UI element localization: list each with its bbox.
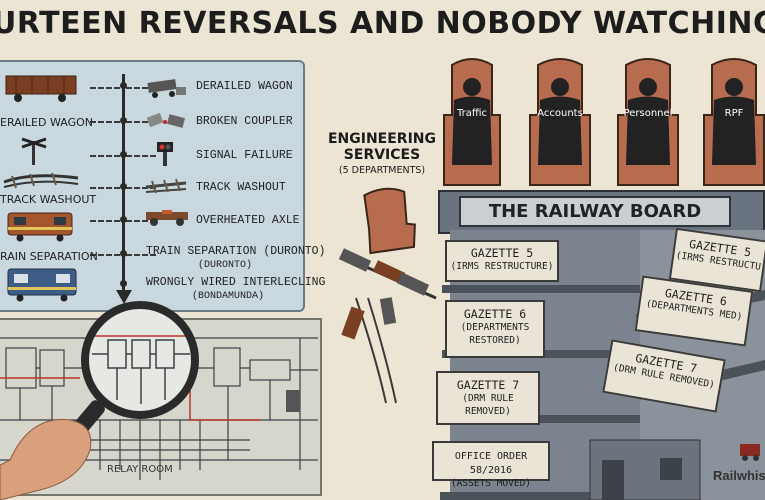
timeline-tick bbox=[90, 121, 120, 123]
timeline-dot bbox=[120, 117, 127, 124]
timeline-event-label: WRONGLY WIRED INTERLECLING bbox=[146, 276, 326, 289]
chair-label: Traffic bbox=[456, 108, 488, 119]
brand-logo-icon bbox=[740, 444, 760, 461]
timeline-tick bbox=[90, 254, 120, 256]
signal-icon bbox=[157, 142, 173, 166]
timeline-event-sublabel: (DURONTO) bbox=[198, 260, 253, 271]
derailed-train-illustration bbox=[338, 248, 437, 404]
timeline-tick bbox=[90, 187, 120, 189]
timeline-dot bbox=[120, 280, 127, 287]
gazette-sub: (DEPARTMENTS RESTORED) bbox=[460, 322, 530, 346]
gazette-sign: GAZETTE 5 (IRMS RESTRUCTURE) bbox=[445, 240, 559, 282]
broken-coupler-icon bbox=[146, 112, 186, 128]
engineering-title: ENGINEERING SERVICES bbox=[327, 131, 437, 163]
signal-left-icon bbox=[21, 137, 47, 165]
office-order-sign: OFFICE ORDER 58/2016 (ASSETS MOVED) bbox=[432, 441, 550, 489]
derailed-wagon-icon bbox=[147, 79, 186, 98]
timeline-left-label: TRACK WASHOUT bbox=[0, 193, 97, 206]
timeline-tick bbox=[126, 121, 156, 123]
office-order-title: OFFICE ORDER 58/2016 bbox=[454, 451, 528, 476]
timeline-event-sublabel: (BONDAMUNDA) bbox=[192, 291, 265, 302]
timeline-left-label: RAIN SEPARATION bbox=[0, 250, 98, 263]
locomotive-icon bbox=[7, 212, 73, 242]
gazette-sub: (IRMS RESTRUCTURE) bbox=[450, 261, 554, 272]
chair-label: Personnel bbox=[623, 108, 673, 119]
timeline-event-label: DERAILED WAGON bbox=[196, 80, 293, 93]
engineering-services-label: ENGINEERING SERVICES (5 DEPARTMENTS) bbox=[327, 131, 437, 179]
gazette-title: GAZETTE 6 bbox=[463, 307, 527, 321]
gazette-sign: GAZETTE 6 (DEPARTMENTS RESTORED) bbox=[445, 300, 545, 358]
timeline-dot bbox=[120, 216, 127, 223]
chair-label: RPF bbox=[724, 108, 744, 119]
timeline-left-label: ERAILED WAGON bbox=[0, 116, 93, 129]
timeline-event-label: OVERHEATED AXLE bbox=[196, 214, 300, 227]
timeline-event-label: SIGNAL FAILURE bbox=[196, 149, 293, 162]
track-washout-icon bbox=[145, 178, 187, 194]
chairs-illustration bbox=[443, 58, 765, 186]
timeline-event-label: TRACK WASHOUT bbox=[196, 181, 286, 194]
railway-board-sign: THE RAILWAY BOARD bbox=[459, 196, 731, 227]
locomotive-blue-icon bbox=[7, 268, 77, 302]
timeline-dot bbox=[120, 151, 127, 158]
timeline-tick bbox=[126, 254, 156, 256]
timeline-dot bbox=[120, 183, 127, 190]
timeline-tick bbox=[126, 220, 156, 222]
relay-room-label: RELAY ROOM bbox=[107, 464, 173, 475]
gazette-title: GAZETTE 5 bbox=[470, 246, 534, 260]
timeline-tick bbox=[126, 87, 156, 89]
wagon-icon bbox=[5, 75, 77, 102]
office-order-sub: (ASSETS MOVED) bbox=[450, 478, 532, 489]
timeline-dot bbox=[120, 250, 127, 257]
timeline-event-label: TRAIN SEPARATION (DURONTO) bbox=[146, 245, 326, 258]
brand-label: Railwhis bbox=[713, 468, 765, 483]
gazette-sub: (DRM RULE REMOVED) bbox=[462, 393, 514, 417]
page-title: URTEEN REVERSALS AND NOBODY WATCHING THE… bbox=[0, 6, 765, 41]
timeline-tick bbox=[90, 87, 120, 89]
timeline-dot bbox=[120, 82, 127, 89]
timeline-tick bbox=[90, 220, 120, 222]
washout-icon bbox=[3, 172, 79, 189]
chair-label: Accounts bbox=[537, 108, 583, 119]
falling-chair-icon bbox=[363, 187, 416, 255]
timeline-tick bbox=[126, 187, 156, 189]
timeline-arrow-icon bbox=[116, 290, 132, 304]
axle-icon bbox=[146, 210, 188, 226]
engineering-sub: (5 DEPARTMENTS) bbox=[338, 165, 426, 176]
gazette-title: GAZETTE 7 bbox=[456, 378, 520, 392]
timeline-tick bbox=[90, 155, 120, 157]
timeline-event-label: BROKEN COUPLER bbox=[196, 115, 293, 128]
timeline-tick bbox=[126, 155, 156, 157]
gazette-sign: GAZETTE 7 (DRM RULE REMOVED) bbox=[436, 371, 540, 425]
magnifying-glass-icon bbox=[0, 301, 199, 500]
